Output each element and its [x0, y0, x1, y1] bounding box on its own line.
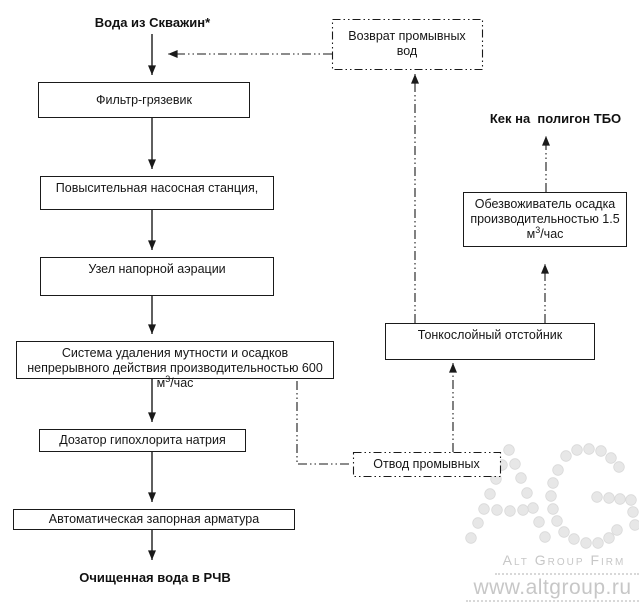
watermark-dot	[491, 504, 503, 516]
node-dosing-label: Дозатор гипохлорита натрия	[59, 433, 226, 448]
watermark-dot	[611, 524, 623, 536]
watermark-dot	[478, 503, 490, 515]
watermark-dot	[614, 493, 626, 505]
watermark-dot	[558, 526, 570, 538]
watermark-firm-text: Alt Group Firm	[502, 552, 626, 568]
watermark-dot	[504, 505, 516, 517]
node-dosing-box: Дозатор гипохлорита натрия	[39, 429, 246, 452]
node-pump-box: Повысительная насосная станция,	[40, 176, 274, 210]
node-filter-label: Фильтр-грязевик	[96, 92, 192, 107]
dewaterer-box: Обезвоживатель осадка производительность…	[463, 192, 627, 247]
watermark-dot	[547, 503, 559, 515]
watermark-dot	[484, 488, 496, 500]
watermark-dot	[547, 477, 559, 489]
node-filter-box: Фильтр-грязевик	[38, 82, 250, 118]
watermark-ag-logo	[465, 443, 639, 549]
watermark-dot	[509, 458, 521, 470]
watermark-dot	[595, 445, 607, 457]
watermark-dot	[560, 450, 572, 462]
node-valve-label: Автоматическая запорная арматура	[48, 512, 260, 527]
node-turbidity-box: Система удаления мутности и осадков непр…	[16, 341, 334, 390]
cake-label: Кек на полигон ТБО	[489, 111, 622, 126]
watermark-dot	[521, 487, 533, 499]
watermark-dot	[592, 537, 604, 549]
watermark-dotted-rule-top	[495, 573, 639, 575]
watermark-dot	[571, 444, 583, 456]
watermark-dot	[580, 537, 592, 549]
node-aeration-label: Узел напорной аэрации	[88, 262, 226, 276]
watermark-dot	[517, 504, 529, 516]
watermark-dot	[627, 506, 639, 518]
node-pump-label: Повысительная насосная станция,	[55, 181, 259, 195]
watermark-dot	[603, 492, 615, 504]
watermark-dot	[591, 491, 603, 503]
watermark-dotted-rule-bottom	[466, 600, 639, 602]
watermark-dot	[533, 516, 545, 528]
settler-label: Тонкослойный отстойник	[417, 328, 563, 342]
watermark-dot	[625, 494, 637, 506]
return-wash-box: Возврат промывных вод	[332, 19, 482, 69]
watermark-dot	[472, 517, 484, 529]
node-valve-box: Автоматическая запорная арматура	[13, 509, 295, 530]
watermark-dot	[629, 519, 639, 531]
return-wash-label: Возврат промывных вод	[348, 29, 466, 58]
dewaterer-label: Обезвоживатель осадка производительность…	[470, 197, 620, 241]
watermark-dot	[539, 531, 551, 543]
drain-label: Отвод промывных	[373, 456, 480, 471]
watermark-dot	[552, 464, 564, 476]
watermark-dot	[613, 461, 625, 473]
watermark-dot	[515, 472, 527, 484]
node-turbidity-label: Система удаления мутности и осадков непр…	[27, 346, 323, 390]
watermark-dot	[583, 443, 595, 455]
watermark-site-text: www.altgroup.ru	[473, 576, 632, 599]
watermark-dot	[503, 444, 515, 456]
settler-box: Тонкослойный отстойник	[385, 323, 595, 360]
watermark-dot	[551, 515, 563, 527]
source-label: Вода из Скважин*	[94, 15, 211, 30]
watermark-dot	[465, 532, 477, 544]
output-label: Очищенная вода в РЧВ	[79, 570, 231, 585]
drain-box: Отвод промывных	[353, 452, 500, 476]
watermark-dot	[605, 452, 617, 464]
watermark-dot	[545, 490, 557, 502]
node-aeration-box: Узел напорной аэрации	[40, 257, 274, 296]
watermark-dot	[603, 532, 615, 544]
watermark-dot	[568, 533, 580, 545]
